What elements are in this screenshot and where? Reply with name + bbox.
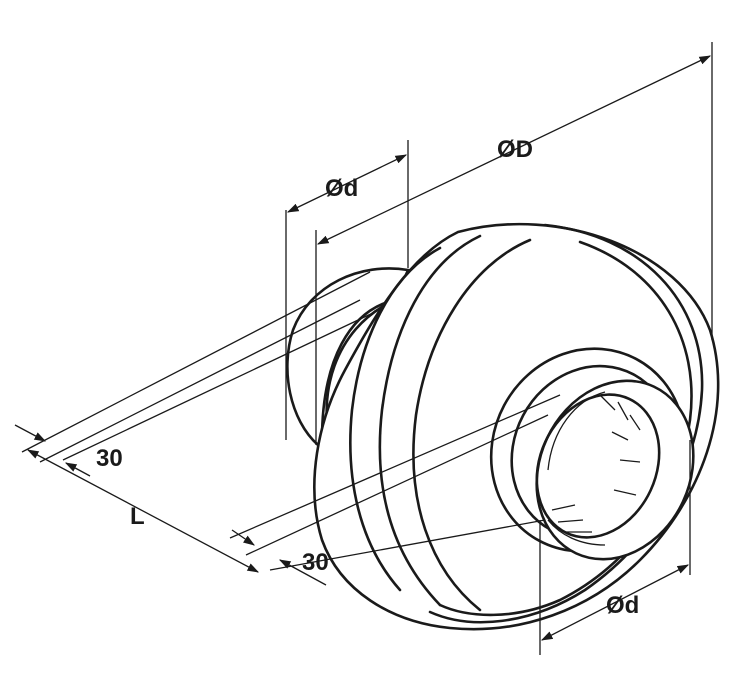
housing-ring-4 (378, 234, 482, 607)
dimension-labels: ØD Ød Ød L 30 30 (96, 136, 639, 619)
fan-housing (286, 222, 720, 631)
front-spigot-length-label: 30 (302, 549, 329, 576)
dimension-lines (14, 42, 713, 655)
rear-spigot-length-label: 30 (96, 445, 123, 472)
rear-spigot-diameter-label: Ød (325, 175, 358, 202)
length-label: L (130, 503, 145, 530)
impeller-blades (551, 394, 641, 533)
rear-spigot (286, 267, 410, 447)
front-spigot-diameter-label: Ød (606, 592, 639, 619)
housing-ring-3 (349, 246, 442, 592)
housing-ring-5 (412, 238, 532, 612)
outer-diameter-label: ØD (497, 136, 533, 163)
front-spigot (535, 379, 695, 561)
